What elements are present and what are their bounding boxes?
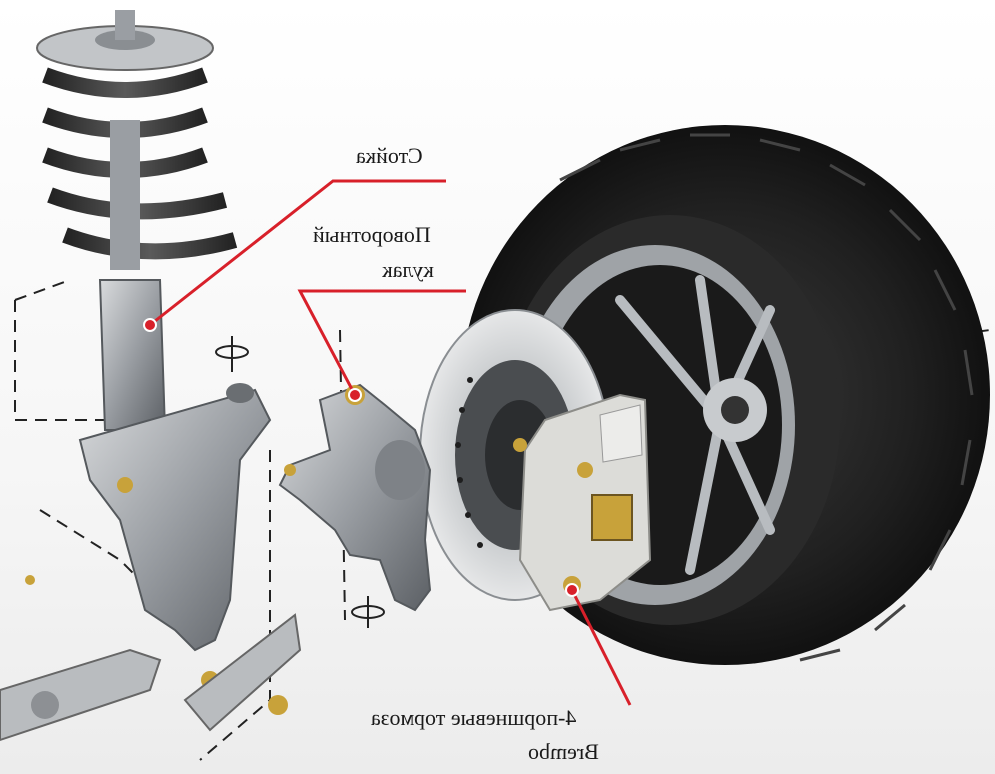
lower-control-arms [0, 575, 302, 742]
label-brake-line1: 4-поршневые тормоза [371, 705, 577, 730]
label-knuckle-line1: Поворотный [313, 222, 431, 247]
leader-line-knuckle [297, 289, 466, 396]
leader-lines [149, 179, 632, 706]
leader-line-strut [149, 179, 446, 327]
leader-dots [143, 318, 579, 597]
label-knuckle-line2: кулак [382, 257, 434, 282]
rotation-arrow-icon [215, 336, 385, 628]
label-strut: Стойка [356, 143, 423, 168]
leader-line-brake [570, 589, 632, 706]
marker-knuckle [348, 388, 362, 402]
strut-assembly [36, 10, 272, 689]
brake-caliper [513, 393, 652, 612]
steering-knuckle [278, 383, 432, 612]
label-brake-line2: Brembo [528, 739, 599, 764]
marker-brake [565, 583, 579, 597]
marker-strut [143, 318, 157, 332]
